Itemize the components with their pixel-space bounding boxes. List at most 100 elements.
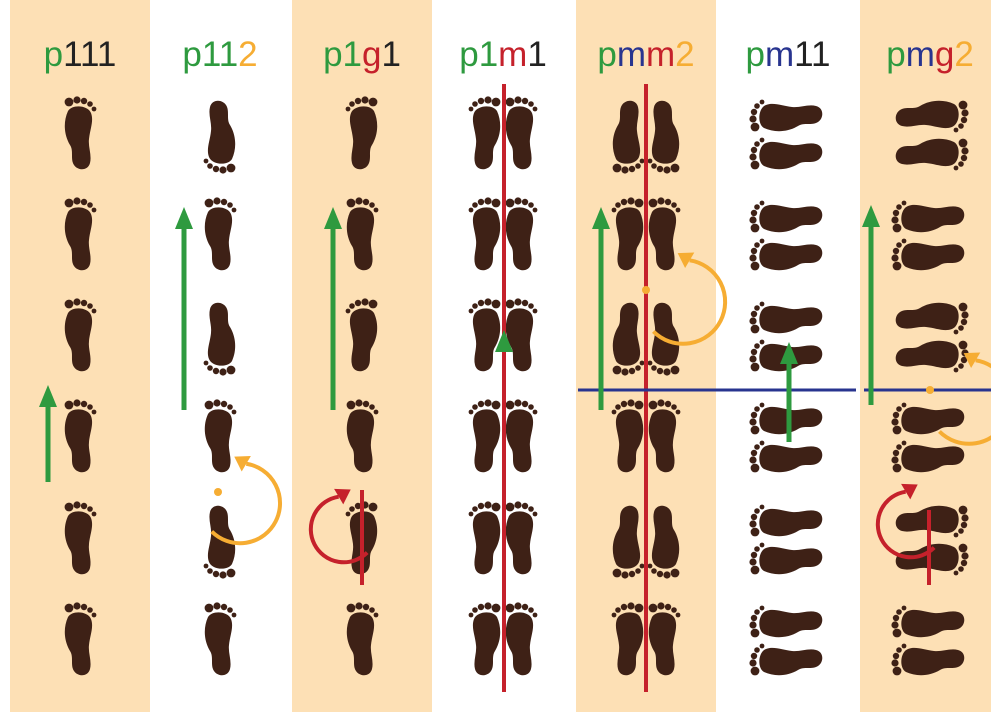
footprint-top-pmg2-5 (891, 605, 965, 638)
footprint-top-pmg2-4 (895, 505, 969, 538)
translation-arrow-p1g1-head (324, 207, 342, 229)
group-label-p1m1: p1m1 (433, 30, 573, 80)
footprint-bottom-pmg2-5 (891, 643, 965, 676)
footprint-right-pmm2-1 (648, 197, 681, 271)
label-char-p1m1-1: 1 (478, 35, 499, 74)
label-char-pm11-0: p (745, 35, 765, 74)
footprint-p111-4 (64, 501, 97, 575)
translation-arrow-p112-head (175, 207, 193, 229)
footprint-p111-2 (64, 298, 97, 372)
label-char-p1g1-0: p (323, 35, 343, 74)
footprint-p112-0 (203, 100, 236, 174)
label-char-pm11-3: 1 (811, 35, 831, 74)
footprint-p111-5 (64, 602, 97, 676)
group-label-p1g1: p1g1 (292, 30, 432, 80)
footprint-right-p1m1-2 (505, 298, 538, 372)
footprint-bottom-pmg2-3 (891, 440, 965, 473)
label-char-p1g1-3: 1 (381, 35, 401, 74)
footprint-p112-5 (204, 602, 237, 676)
label-char-pmg2-2: g (934, 35, 955, 74)
footprint-right-p1m1-3 (505, 399, 538, 473)
footprint-p1g1-3 (346, 399, 379, 473)
label-char-p111-0: p (43, 35, 64, 74)
footprint-left-pmm2-3 (611, 399, 644, 473)
footprint-bottom-pm11-5 (749, 643, 823, 676)
footprint-bottom-pm11-4 (749, 542, 823, 575)
translation-arrow-pmg2-head (862, 205, 880, 227)
footprint-left-pmm2-2 (612, 302, 645, 376)
footprint-top-pm11-4 (749, 504, 823, 537)
footprint-left-p1m1-0 (468, 96, 501, 170)
label-char-p112-0: p (182, 35, 202, 74)
footprint-p111-1 (64, 197, 97, 271)
label-char-p1m1-0: p (459, 35, 479, 74)
group-label-pmg2: pmg2 (860, 30, 991, 80)
rotation-centre-pmm2 (642, 286, 650, 294)
half-turn-p112-arrowhead (234, 455, 251, 472)
label-char-p112-1: 1 (201, 35, 219, 74)
translation-arrow-pm11-head (780, 342, 798, 364)
group-label-pm11: pm11 (718, 30, 858, 80)
label-char-p111-1: 1 (63, 35, 80, 74)
glide-turn-p1g1-arrowhead (334, 488, 351, 505)
translation-arrow-p111-head (39, 385, 57, 407)
label-char-p1g1-1: 1 (342, 35, 362, 74)
label-char-p1m1-2: m (498, 35, 528, 74)
translation-arrow-p1m1-head (495, 330, 513, 352)
footprint-p111-3 (64, 399, 97, 473)
label-char-pmg2-1: m (905, 35, 935, 74)
label-char-pm11-1: m (764, 35, 795, 74)
label-char-p112-3: 2 (238, 35, 258, 74)
footprint-bottom-pmg2-0 (895, 138, 969, 171)
rotation-centre-pmg2 (926, 386, 934, 394)
footprint-p112-2 (203, 302, 236, 376)
footprint-bottom-pmg2-2 (895, 340, 969, 373)
group-label-p112: p112 (150, 30, 290, 80)
footprint-p111-0 (64, 96, 97, 170)
footprint-p1g1-5 (346, 602, 379, 676)
footprint-p112-1 (204, 197, 237, 271)
half-turn-pmm2-arc (652, 258, 728, 346)
footprint-right-p1m1-1 (505, 197, 538, 271)
half-turn-pmm2-arrowhead (677, 252, 695, 269)
label-char-p111-3: 1 (96, 35, 117, 74)
label-char-pmg2-0: p (886, 35, 906, 74)
footprint-p112-3 (204, 399, 237, 473)
footprint-top-pmg2-0 (895, 100, 969, 133)
label-char-p111-2: 1 (80, 35, 97, 74)
half-turn-pmg2-arrowhead (963, 352, 981, 369)
footprint-right-p1m1-5 (505, 602, 538, 676)
label-char-pmm2-3: 2 (675, 35, 695, 74)
footprint-p1g1-2 (345, 298, 378, 372)
footprint-top-pmg2-2 (895, 302, 969, 335)
footprint-top-pm11-5 (749, 605, 823, 638)
label-char-p1g1-2: g (362, 35, 382, 74)
glide-turn-pmg2-arc (875, 489, 936, 560)
label-char-pmg2-3: 2 (954, 35, 974, 74)
footprint-left-pmm2-0 (612, 100, 645, 174)
footprint-right-pmm2-0 (647, 100, 680, 174)
footprint-right-p1m1-4 (505, 501, 538, 575)
footprint-top-pm11-0 (749, 99, 823, 132)
group-label-pmm2: pmm2 (576, 30, 716, 80)
footprint-top-pm11-3 (749, 402, 823, 435)
footprint-p1g1-1 (346, 197, 379, 271)
label-char-p112-2: 1 (218, 35, 239, 74)
label-char-pm11-2: 1 (794, 35, 812, 74)
label-char-p1m1-3: 1 (527, 35, 547, 74)
footprint-left-pmm2-5 (611, 602, 644, 676)
label-char-pmm2-0: p (597, 35, 617, 74)
footprint-bottom-pm11-3 (749, 440, 823, 473)
half-turn-pmg2-arc (938, 358, 991, 446)
footprint-right-pmm2-5 (648, 602, 681, 676)
footprint-bottom-pm11-0 (749, 137, 823, 170)
footprint-left-p1m1-1 (468, 197, 501, 271)
footprint-top-pmg2-1 (891, 200, 965, 233)
rotation-centre-p112 (214, 488, 222, 496)
label-char-pmm2-1: m (616, 35, 646, 74)
footprint-bottom-pmg2-1 (891, 238, 965, 271)
footprint-right-pmm2-3 (648, 399, 681, 473)
glide-turn-pmg2-arrowhead (901, 483, 918, 500)
